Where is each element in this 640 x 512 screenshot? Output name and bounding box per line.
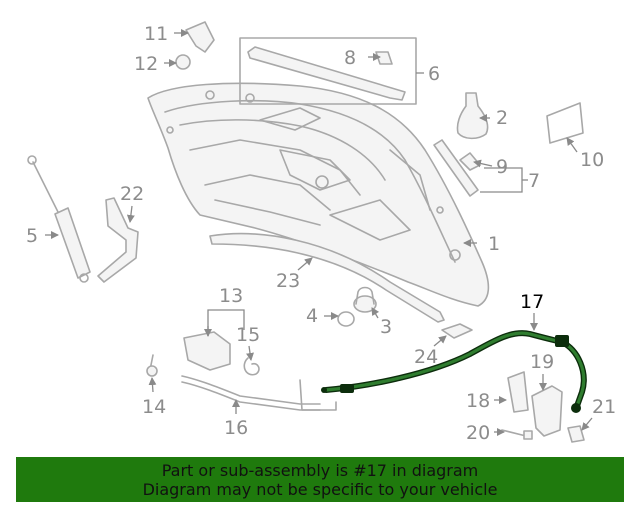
callout-12: 12: [134, 53, 158, 75]
leader-lines: [45, 29, 593, 436]
callout-labels: 1 2 3 4 5 6 7 8 9 10 11 12 13 14 15 16 1…: [26, 23, 616, 444]
front-seal: [209, 232, 445, 323]
callout-10: 10: [580, 149, 604, 171]
striker: [531, 385, 563, 437]
callout-9: 9: [496, 156, 508, 178]
nut-12: [175, 54, 191, 70]
callout-21: 21: [592, 396, 616, 418]
callout-18: 18: [466, 390, 490, 412]
seal-strip: [247, 46, 406, 101]
release-cable: [321, 330, 587, 413]
callout-2: 2: [496, 107, 508, 129]
washer: [337, 311, 355, 327]
callout-7: 7: [528, 170, 540, 192]
callout-16: 16: [224, 417, 248, 439]
clip-15: [243, 357, 260, 376]
callout-22: 22: [120, 183, 144, 205]
callout-19: 19: [530, 351, 554, 373]
callout-11: 11: [144, 23, 168, 45]
callout-23: 23: [276, 270, 300, 292]
label-plate: [546, 102, 584, 144]
callout-17: 17: [520, 291, 544, 313]
screw-20: [501, 429, 533, 440]
release-rod: [181, 375, 337, 411]
bolt-14: [146, 354, 158, 377]
bracket-18: [507, 371, 529, 413]
callout-4: 4: [306, 305, 318, 327]
hood-bumper: [353, 286, 377, 313]
insulator: [441, 323, 473, 339]
callout-3: 3: [380, 316, 392, 338]
clip-9: [459, 152, 481, 171]
parts-diagram: 1 2 3 4 5 6 7 8 9 10 11 12 13 14 15 16 1…: [26, 21, 616, 444]
clip-8: [375, 51, 393, 65]
hinge: [97, 197, 139, 283]
callout-24: 24: [414, 346, 438, 368]
weatherstrip: [433, 139, 479, 197]
callout-8: 8: [344, 47, 356, 69]
callout-14: 14: [142, 396, 166, 418]
banner-line-1: Part or sub-assembly is #17 in diagram: [161, 460, 479, 480]
info-banner: Part or sub-assembly is #17 in diagram D…: [16, 457, 624, 502]
hood-panel: [147, 82, 490, 307]
callout-6: 6: [428, 63, 440, 85]
gas-strut: [27, 155, 91, 283]
callout-15: 15: [236, 324, 260, 346]
callout-5: 5: [26, 225, 38, 247]
bracket-11: [185, 21, 215, 53]
clip-21: [567, 425, 585, 443]
callout-20: 20: [466, 422, 490, 444]
latch: [183, 331, 231, 371]
callout-13: 13: [219, 285, 243, 307]
banner-line-2: Diagram may not be specific to your vehi…: [142, 479, 498, 499]
seal-box: [239, 37, 417, 105]
callout-1: 1: [488, 233, 500, 255]
bump-stop: [456, 92, 489, 140]
